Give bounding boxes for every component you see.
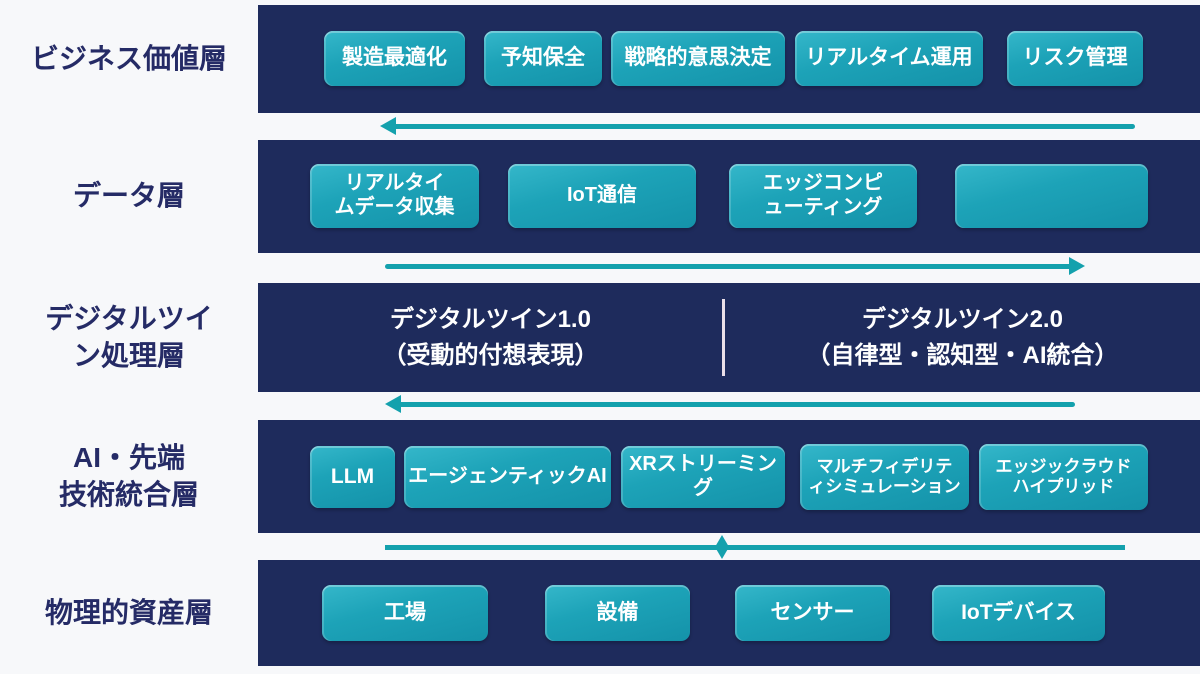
chip-multi-fidelity-simulation: マルチフィデリテ ィシミュレーション	[800, 444, 969, 510]
band-data: リアルタイ ムデータ収集 IoT通信 エッジコンピ ューティング	[258, 140, 1200, 253]
arrowhead-right-icon	[1069, 257, 1085, 275]
band-business-value: 製造最適化 予知保全 戦略的意思決定 リアルタイム運用 リスク管理	[258, 5, 1200, 113]
arrow-down-dataflow-icon	[385, 257, 1085, 275]
bidirectional-connector-line	[385, 535, 1125, 559]
chip-sensor: センサー	[735, 585, 890, 641]
chip-manufacturing-optimization: 製造最適化	[324, 31, 465, 86]
band-physical-assets: 工場 設備 センサー IoTデバイス	[258, 560, 1200, 666]
chip-edge-cloud-hybrid: エッジックラウド ハイプリッド	[979, 444, 1148, 510]
chip-predictive-maintenance: 予知保全	[484, 31, 602, 86]
arrowhead-left-icon	[385, 395, 401, 413]
chip-llm: LLM	[310, 446, 395, 508]
layer-label-digital-twin-processing: デジタルツイ ン処理層	[45, 303, 213, 371]
chip-iot-devices: IoTデバイス	[932, 585, 1105, 641]
chip-xr-streaming: XRストリーミング	[621, 446, 785, 508]
chip-risk-management: リスク管理	[1007, 31, 1143, 86]
layer-label-physical-assets: 物理的資産層	[44, 596, 213, 628]
chip-factory: 工場	[322, 585, 488, 641]
arrow-up-ai-feedback-icon	[385, 395, 1075, 413]
layer-label-ai-advanced-tech: AI・先端 技術統合層	[58, 442, 199, 510]
arrowhead-left-icon	[380, 117, 396, 135]
chip-equipment: 設備	[545, 585, 690, 641]
diamond-icon	[715, 535, 729, 559]
chip-empty	[955, 164, 1148, 228]
layer-label-business-value: ビジネス価値層	[30, 42, 227, 74]
layer-label-data: データ層	[72, 180, 185, 212]
vertical-divider	[722, 299, 725, 376]
chip-realtime-data-collection: リアルタイ ムデータ収集	[310, 164, 479, 228]
chip-realtime-operations: リアルタイム運用	[795, 31, 983, 86]
band-digital-twin-processing: デジタルツイン1.0 （受動的付想表現） デジタルツイン2.0 （自律型・認知型…	[258, 283, 1200, 392]
chip-strategic-decision-making: 戦略的意思決定	[611, 31, 785, 86]
arrow-up-feedback-icon	[380, 117, 1135, 135]
band-ai-advanced-tech: LLM エージェンティックAI XRストリーミング マルチフィデリテ ィシミュレ…	[258, 420, 1200, 533]
chip-agentic-ai: エージェンティックAI	[404, 446, 611, 508]
chip-iot-communication: IoT通信	[508, 164, 696, 228]
digital-twin-2-0-text: デジタルツイン2.0 （自律型・認知型・AI統合）	[806, 305, 1119, 369]
chip-edge-computing: エッジコンピ ューティング	[729, 164, 917, 228]
digital-twin-1-0-text: デジタルツイン1.0 （受動的付想表現）	[382, 305, 599, 369]
